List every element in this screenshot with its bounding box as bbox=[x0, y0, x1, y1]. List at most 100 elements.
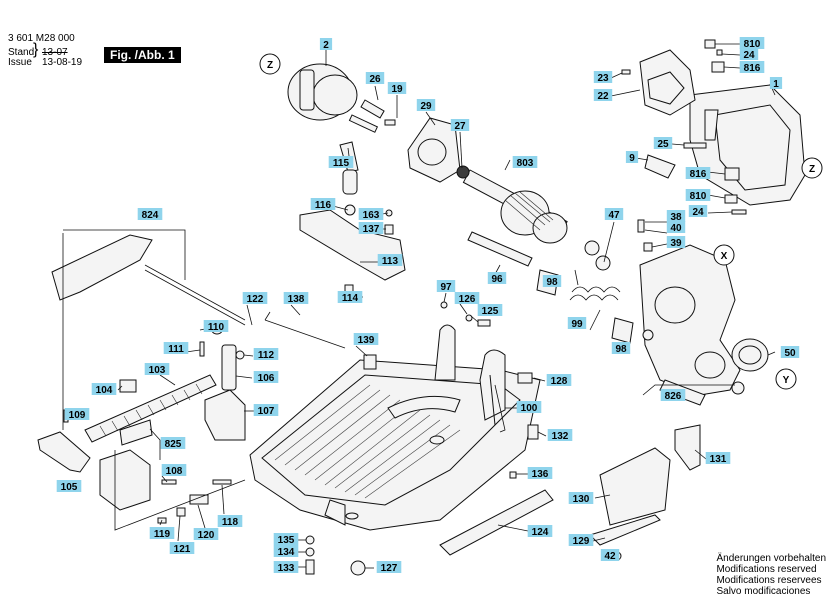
part-number: 105 bbox=[61, 482, 78, 493]
label-background bbox=[91, 383, 117, 395]
part-label: 825 bbox=[160, 437, 186, 450]
label-background bbox=[542, 275, 562, 287]
part-number: 124 bbox=[532, 527, 549, 538]
part-label: 112 bbox=[253, 348, 279, 361]
part-label: 106 bbox=[253, 371, 279, 384]
label-background bbox=[611, 342, 631, 354]
part-label: 116 bbox=[310, 198, 336, 211]
reference-mark: X bbox=[713, 244, 735, 266]
label-background bbox=[739, 61, 765, 73]
part-number: 130 bbox=[573, 494, 590, 505]
label-background bbox=[568, 534, 594, 546]
part-label: 119 bbox=[149, 527, 175, 540]
part-number: 803 bbox=[517, 158, 534, 169]
part-number: 112 bbox=[258, 350, 275, 361]
part-label: 120 bbox=[193, 528, 219, 541]
label-background bbox=[203, 320, 229, 332]
part-label: 1 bbox=[769, 77, 783, 90]
label-background bbox=[739, 37, 765, 49]
reference-mark: Y bbox=[775, 368, 797, 390]
part-number: 113 bbox=[382, 256, 399, 267]
label-background bbox=[547, 429, 573, 441]
label-background bbox=[273, 545, 299, 557]
reference-letter: Z bbox=[267, 60, 273, 71]
part-number: 137 bbox=[363, 224, 380, 235]
label-background bbox=[568, 492, 594, 504]
part-label: 38 bbox=[666, 210, 686, 223]
label-background bbox=[163, 342, 189, 354]
part-number: 25 bbox=[657, 139, 669, 150]
part-label: 134 bbox=[273, 545, 299, 558]
issue-value: 13-08-19 bbox=[42, 57, 83, 68]
figure-label: Fig. /Abb. 1 bbox=[104, 47, 181, 63]
part-number: 135 bbox=[278, 535, 295, 546]
part-label: 103 bbox=[144, 363, 170, 376]
label-background bbox=[527, 525, 553, 537]
part-number: 136 bbox=[532, 469, 549, 480]
part-number: 118 bbox=[222, 517, 239, 528]
part-number: 139 bbox=[358, 335, 375, 346]
part-label: 2 bbox=[319, 38, 333, 51]
label-background bbox=[769, 77, 783, 89]
label-background bbox=[487, 272, 507, 284]
label-background bbox=[660, 389, 686, 401]
stand-label: Stand bbox=[8, 47, 35, 58]
label-background bbox=[253, 371, 279, 383]
label-background bbox=[685, 167, 711, 179]
part-number: 116 bbox=[315, 200, 332, 211]
fence-guard bbox=[51, 234, 246, 326]
part-number: 816 bbox=[744, 63, 761, 74]
part-number: 111 bbox=[168, 344, 184, 355]
lever-138 bbox=[264, 311, 346, 349]
part-label: 96 bbox=[487, 272, 507, 285]
shaft-96 bbox=[467, 231, 533, 267]
part-label: 138 bbox=[283, 292, 309, 305]
part-number: 127 bbox=[381, 563, 398, 574]
part-number: 120 bbox=[198, 530, 215, 541]
part-number: 104 bbox=[96, 385, 113, 396]
part-number: 129 bbox=[573, 536, 590, 547]
drawing-code: 3 601 M28 000 bbox=[8, 33, 75, 44]
part-number: 38 bbox=[670, 212, 682, 223]
part-label: 29 bbox=[416, 99, 436, 112]
part-number: 24 bbox=[692, 207, 704, 218]
label-background bbox=[653, 137, 673, 149]
part-number: 119 bbox=[154, 529, 171, 540]
issue-label: Issue bbox=[8, 57, 32, 68]
part-number: 810 bbox=[744, 39, 761, 50]
clamp-block bbox=[99, 419, 153, 511]
label-background bbox=[358, 222, 384, 234]
part-label: 122 bbox=[242, 292, 268, 305]
label-background bbox=[516, 401, 542, 413]
part-label: 125 bbox=[477, 304, 503, 317]
part-number: 107 bbox=[258, 406, 275, 417]
label-background bbox=[376, 561, 402, 573]
part-label: 127 bbox=[376, 561, 402, 574]
part-label: 128 bbox=[546, 374, 572, 387]
label-background bbox=[310, 198, 336, 210]
part-label: 42 bbox=[600, 549, 620, 562]
part-label: 130 bbox=[568, 492, 594, 505]
part-number: 19 bbox=[391, 84, 403, 95]
label-background bbox=[149, 527, 175, 539]
modifications-notes: Änderungen vorbehalten Modifications res… bbox=[716, 553, 826, 597]
note-line: Änderungen vorbehalten bbox=[716, 553, 826, 564]
part-label: 109 bbox=[64, 408, 90, 421]
part-label: 107 bbox=[253, 404, 279, 417]
part-label: 135 bbox=[273, 533, 299, 546]
part-label: 105 bbox=[56, 480, 82, 493]
part-label: 118 bbox=[217, 515, 243, 528]
note-line: Modifications reservees bbox=[716, 575, 822, 586]
part-label: 19 bbox=[387, 82, 407, 95]
label-background bbox=[283, 292, 309, 304]
label-background bbox=[477, 304, 503, 316]
label-background bbox=[546, 374, 572, 386]
stand-value: 13-07 bbox=[42, 47, 68, 58]
label-background bbox=[593, 71, 613, 83]
label-background bbox=[161, 464, 187, 476]
part-label: 810 bbox=[685, 189, 711, 202]
part-label: 24 bbox=[688, 205, 708, 218]
part-number: 825 bbox=[165, 439, 182, 450]
